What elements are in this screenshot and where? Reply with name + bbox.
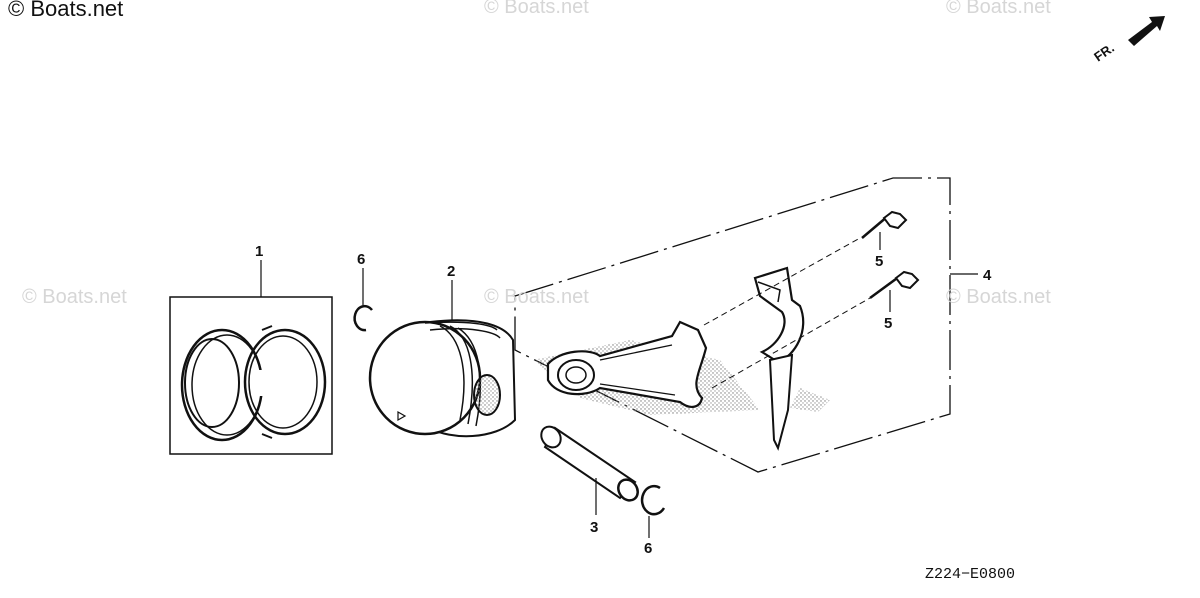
callout-6-lower: 6 bbox=[644, 540, 652, 557]
circlip-lower bbox=[640, 484, 666, 516]
callout-5-lower: 5 bbox=[884, 315, 892, 332]
connecting-rod-box bbox=[514, 177, 951, 473]
copyright-notice: © Boats.net bbox=[8, 0, 124, 21]
piston-pin bbox=[540, 425, 639, 502]
watermark-mid-center: © Boats.net bbox=[484, 286, 589, 308]
watermark-mid-left: © Boats.net bbox=[22, 286, 127, 308]
cap-bolt-lower bbox=[869, 270, 920, 300]
circlip-upper bbox=[353, 304, 373, 332]
callout-2: 2 bbox=[447, 263, 455, 280]
piston-ring-set-box bbox=[169, 296, 333, 455]
watermark-mid-right: © Boats.net bbox=[946, 286, 1051, 308]
callout-1: 1 bbox=[255, 243, 263, 260]
connecting-rod bbox=[533, 320, 830, 415]
watermark-top-center: © Boats.net bbox=[484, 0, 589, 18]
front-direction-arrow-icon bbox=[1128, 16, 1165, 46]
connecting-rod-cap bbox=[753, 266, 805, 451]
assembly-guide-lines bbox=[703, 237, 871, 389]
callout-5-upper: 5 bbox=[875, 253, 883, 270]
watermark-top-right: © Boats.net bbox=[946, 0, 1051, 18]
cap-bolt-upper bbox=[861, 210, 908, 239]
callout-4: 4 bbox=[983, 267, 992, 284]
callout-6-upper: 6 bbox=[357, 251, 365, 268]
diagram-reference-code: Z224−E0800 bbox=[925, 566, 1015, 583]
leader-lines bbox=[260, 232, 978, 538]
callout-3: 3 bbox=[590, 519, 598, 536]
piston bbox=[368, 319, 517, 438]
piston-ring-set bbox=[180, 325, 327, 442]
front-direction-label: FR. bbox=[1091, 40, 1117, 64]
